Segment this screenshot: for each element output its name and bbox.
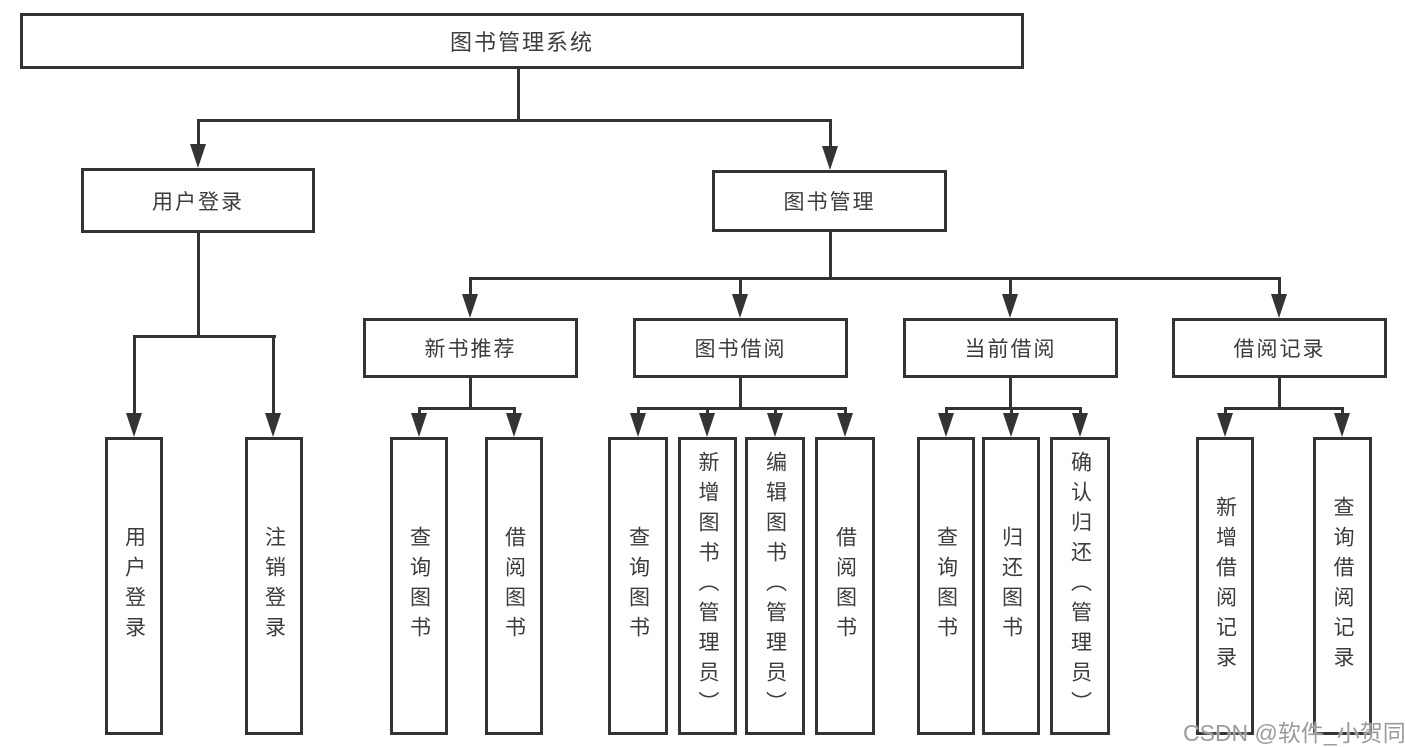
leaf-label: 确认归还（管理员） <box>1068 451 1092 721</box>
leaf-query-book-recommend: 查询图书 <box>390 437 448 735</box>
arrowhead-return-book <box>1003 413 1019 437</box>
leaf-borrow-book: 借阅图书 <box>815 437 875 735</box>
leaf-label: 查询图书 <box>934 526 958 646</box>
connector-book-mgmt-stub <box>829 232 832 277</box>
leaf-query-borrow-record: 查询借阅记录 <box>1313 437 1372 735</box>
connector-user-login-horizontal <box>133 335 276 338</box>
leaf-label: 新增借阅记录 <box>1213 496 1237 676</box>
connector-root-stub <box>517 69 520 119</box>
connector-arrow-shaft <box>637 407 640 417</box>
node-book-borrow: 图书借阅 <box>633 318 848 378</box>
arrowhead-book-mgmt <box>822 146 838 170</box>
connector-new-book-stub <box>469 378 472 407</box>
node-new-book-recommend: 新书推荐 <box>363 318 578 378</box>
arrowhead-book-borrow <box>732 294 748 318</box>
connector-arrow-shaft-book-mgmt <box>829 119 832 147</box>
node-label: 借阅记录 <box>1233 338 1326 361</box>
node-user-login: 用户登录 <box>81 168 315 233</box>
arrowhead-borrow-book-1 <box>506 413 522 437</box>
connector-arrow-shaft <box>1341 407 1344 417</box>
connector-arrow-shaft-borrow-records <box>1278 277 1281 297</box>
arrowhead-query-book-1 <box>411 413 427 437</box>
leaf-label: 查询借阅记录 <box>1331 496 1354 676</box>
connector-arrow-shaft <box>1079 407 1082 417</box>
connector-book-borrow-horizontal <box>638 407 846 410</box>
arrowhead-add-book <box>699 413 715 437</box>
leaf-borrow-book-recommend: 借阅图书 <box>485 437 543 735</box>
connector-arrow-shaft <box>513 407 516 417</box>
connector-arrow-shaft <box>418 407 421 417</box>
leaf-label: 查询图书 <box>407 526 431 646</box>
node-current-borrow: 当前借阅 <box>903 318 1118 378</box>
leaf-return-book: 归还图书 <box>982 437 1040 735</box>
leaf-label: 查询图书 <box>626 526 650 646</box>
node-book-management: 图书管理 <box>712 170 947 232</box>
leaf-query-book-borrow: 查询图书 <box>608 437 668 735</box>
connector-book-borrow-stub <box>739 378 742 407</box>
arrowhead-query-book-3 <box>938 413 954 437</box>
arrowhead-query-borrow-record <box>1334 413 1350 437</box>
leaf-label: 用户登录 <box>122 526 146 646</box>
connector-borrow-records-horizontal <box>1225 407 1343 410</box>
leaf-add-book-admin: 新增图书（管理员） <box>678 437 737 735</box>
arrowhead-edit-book <box>767 413 783 437</box>
arrowhead-logout-leaf <box>265 413 281 437</box>
connector-arrow-shaft-new-book <box>469 277 472 297</box>
arrowhead-add-borrow-record <box>1217 413 1233 437</box>
leaf-label: 归还图书 <box>999 526 1023 646</box>
connector-arrow-shaft <box>706 407 709 417</box>
node-library-management-system: 图书管理系统 <box>20 13 1024 69</box>
leaf-label: 借阅图书 <box>833 526 857 646</box>
connector-current-borrow-horizontal <box>946 407 1081 410</box>
connector-arrow-shaft-login-leaf <box>133 335 136 413</box>
connector-arrow-shaft-current-borrow <box>1009 277 1012 297</box>
connector-arrow-shaft-book-borrow <box>739 277 742 297</box>
connector-level2-horizontal <box>197 119 831 122</box>
connector-arrow-shaft <box>774 407 777 417</box>
leaf-label: 编辑图书（管理员） <box>763 451 787 721</box>
connector-user-login-stub <box>197 233 200 335</box>
connector-arrow-shaft <box>1224 407 1227 417</box>
node-label: 图书借阅 <box>694 338 787 361</box>
arrowhead-query-book-2 <box>630 413 646 437</box>
arrowhead-user-login <box>190 144 206 168</box>
csdn-watermark: CSDN @软件_小贺同学 <box>1183 720 1405 746</box>
leaf-label: 新增图书（管理员） <box>696 451 719 721</box>
leaf-confirm-return-admin: 确认归还（管理员） <box>1050 437 1110 735</box>
leaf-label: 注销登录 <box>262 526 286 646</box>
leaf-logout: 注销登录 <box>245 437 303 735</box>
connector-arrow-shaft-user-login <box>197 119 200 147</box>
connector-borrow-records-stub <box>1278 378 1281 407</box>
connector-new-book-horizontal <box>419 407 515 410</box>
arrowhead-login-leaf <box>126 413 142 437</box>
arrowhead-confirm-return <box>1072 413 1088 437</box>
arrowhead-current-borrow <box>1002 294 1018 318</box>
leaf-query-book-current: 查询图书 <box>917 437 975 735</box>
node-label: 图书管理系统 <box>449 30 594 55</box>
arrowhead-new-book <box>462 294 478 318</box>
connector-arrow-shaft <box>945 407 948 417</box>
leaf-user-login: 用户登录 <box>105 437 163 735</box>
node-label: 新书推荐 <box>424 338 517 361</box>
arrowhead-borrow-records <box>1271 294 1287 318</box>
leaf-label: 借阅图书 <box>502 526 526 646</box>
node-borrow-records: 借阅记录 <box>1172 318 1387 378</box>
connector-level3-horizontal <box>470 277 1280 280</box>
connector-current-borrow-stub <box>1009 378 1012 407</box>
leaf-edit-book-admin: 编辑图书（管理员） <box>745 437 805 735</box>
node-label: 当前借阅 <box>964 338 1057 361</box>
arrowhead-borrow-book-2 <box>837 413 853 437</box>
connector-arrow-shaft-logout-leaf <box>272 335 275 413</box>
leaf-add-borrow-record: 新增借阅记录 <box>1196 437 1254 735</box>
connector-arrow-shaft <box>1010 407 1013 417</box>
node-label: 图书管理 <box>783 191 876 214</box>
connector-arrow-shaft <box>844 407 847 417</box>
node-label: 用户登录 <box>152 190 244 214</box>
